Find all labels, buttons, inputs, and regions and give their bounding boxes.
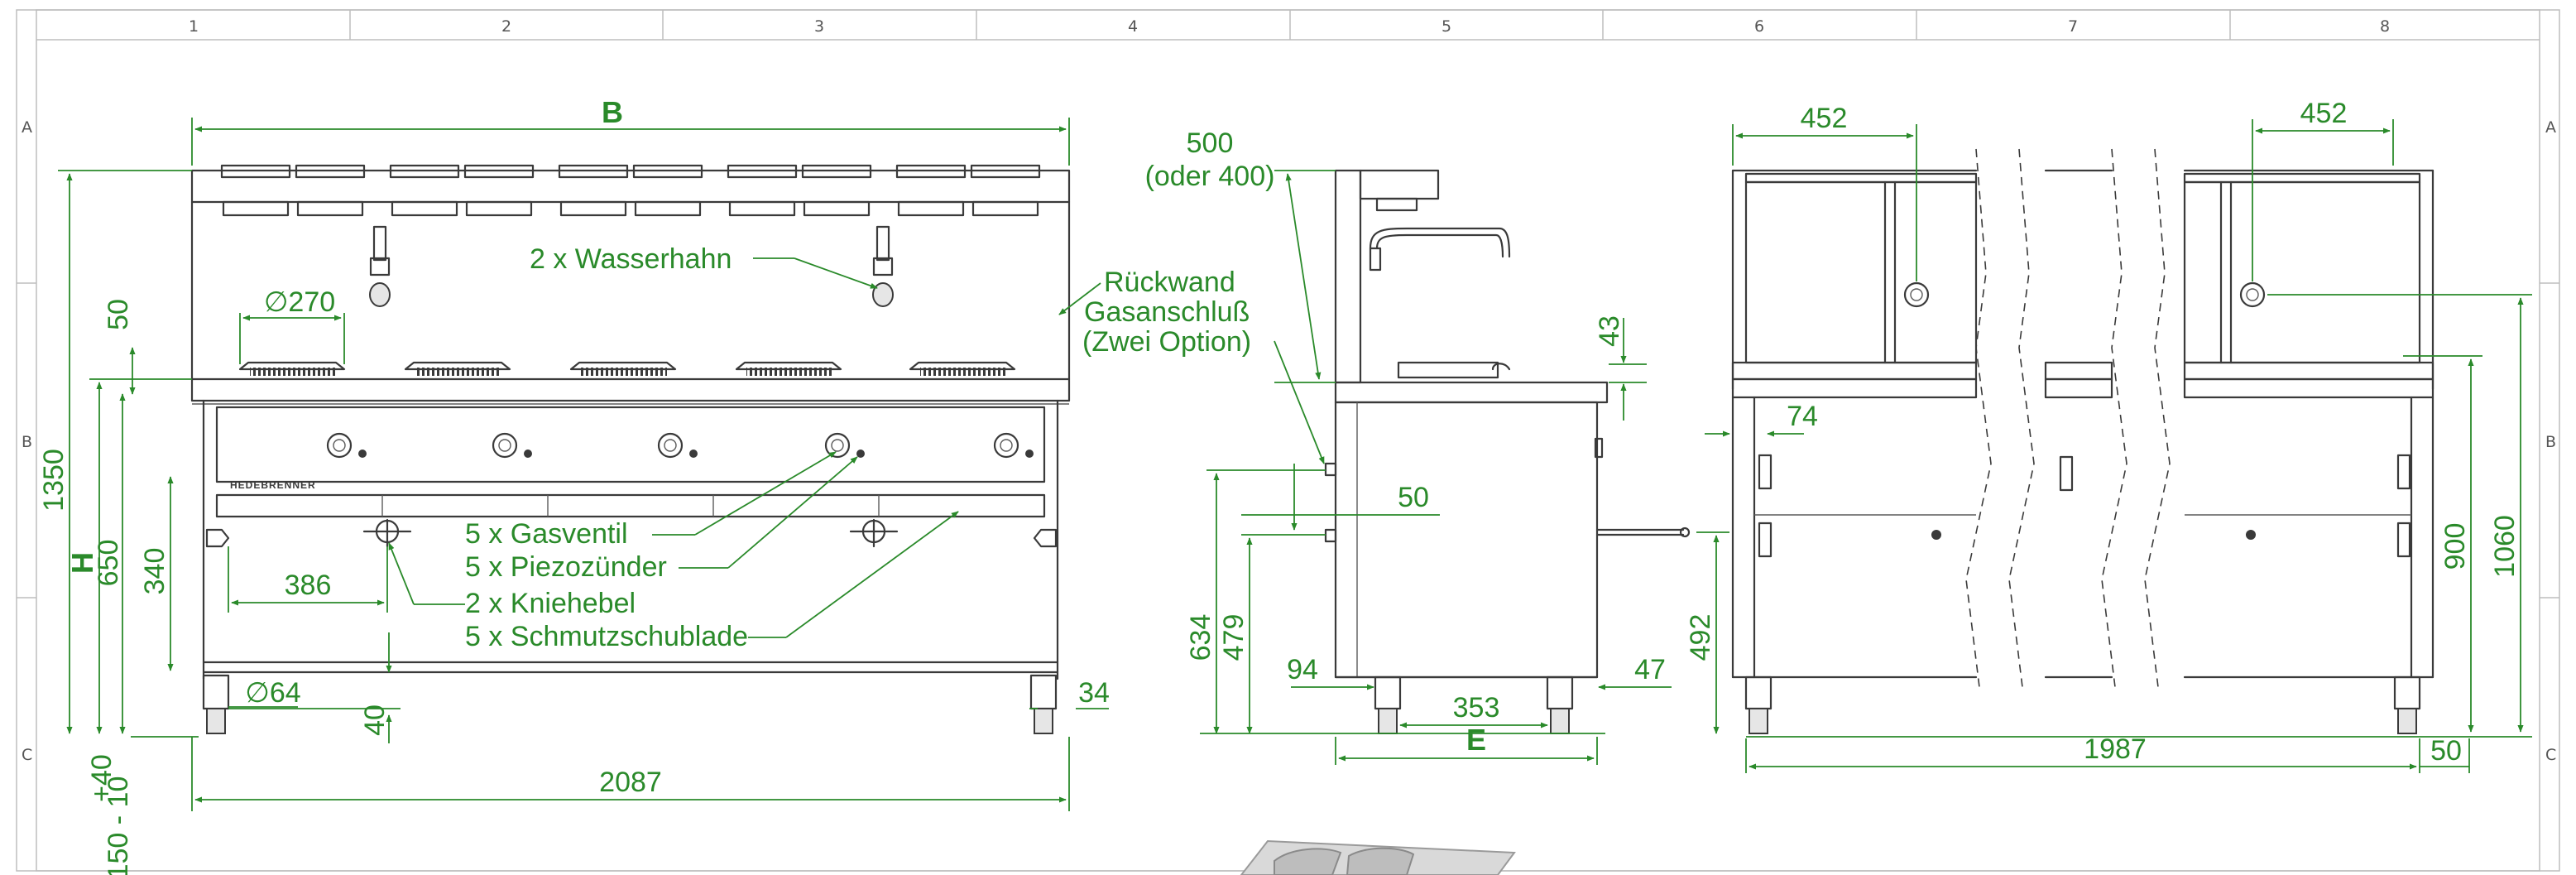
- knee-levers: [205, 518, 1058, 548]
- dim-overall-width-2087: 2087: [599, 767, 662, 798]
- dim-connection-50: 50: [1398, 482, 1429, 513]
- dim-height-h: H: [65, 552, 99, 574]
- zone-row-a-left: A: [22, 118, 32, 137]
- brand-plate: HEDEBRENNER: [230, 479, 316, 491]
- dim-height-479: 479: [1218, 614, 1250, 661]
- callout-piezo: 5 x Piezozünder: [465, 551, 667, 583]
- valve-knobs: [326, 432, 1034, 459]
- dim-height-650: 650: [93, 540, 124, 587]
- zone-col-7: 7: [2068, 17, 2078, 36]
- feet-front: [202, 674, 1058, 734]
- front-callouts: 2 x Wasserhahn Rückwand 5 x Gasventil 5 …: [388, 243, 1235, 652]
- dim-foot-adjust-top: +40: [86, 754, 118, 802]
- dim-backwall-500: 500: [1187, 127, 1234, 159]
- zone-col-1: 1: [189, 17, 199, 36]
- zone-col-6: 6: [1754, 17, 1764, 36]
- dim-back-height-900: 900: [2439, 523, 2471, 570]
- side-dimensions: 500 (oder 400) Gasanschluß (Zwei Option)…: [1082, 127, 1729, 765]
- dim-foot-side: 34: [1078, 677, 1110, 709]
- faucet-right: [872, 225, 894, 307]
- faucet-left: [369, 225, 391, 307]
- zone-row-c-left: C: [22, 746, 32, 764]
- callout-gas-connection-1: Gasanschluß: [1084, 296, 1250, 328]
- dim-back-left-452: 452: [1801, 103, 1848, 134]
- dim-foot-height: 40: [359, 704, 391, 736]
- dim-back-width-1987: 1987: [2084, 733, 2147, 765]
- callout-gas-valve: 5 x Gasventil: [465, 518, 628, 550]
- zone-col-5: 5: [1442, 17, 1451, 36]
- zone-row-b-left: B: [22, 433, 32, 451]
- zone-labels: 1 2 3 4 5 6 7 8 A B C A B C: [22, 17, 2556, 764]
- back-view: [1731, 148, 2434, 734]
- dim-foot-adjust-base: 150 - 10: [103, 776, 134, 875]
- callout-drawer: 5 x Schmutzschublade: [465, 621, 748, 652]
- zone-col-8: 8: [2380, 17, 2390, 36]
- dim-depth-e: E: [1466, 723, 1486, 757]
- callout-back-wall: Rückwand: [1104, 267, 1235, 298]
- dim-height-1350: 1350: [38, 449, 70, 512]
- dim-foot-diameter: ∅64: [245, 677, 300, 709]
- dim-offset-94: 94: [1287, 654, 1318, 685]
- zone-col-4: 4: [1128, 17, 1138, 36]
- zone-col-2: 2: [501, 17, 511, 36]
- dim-width-b: B: [602, 95, 623, 129]
- front-view: HEDEBRENNER: [190, 164, 1071, 734]
- zone-row-a-right: A: [2545, 118, 2556, 137]
- dim-offset-47: 47: [1634, 654, 1666, 685]
- isometric-preview: [1240, 839, 1516, 875]
- dim-top-43: 43: [1594, 315, 1625, 347]
- dim-height-492: 492: [1685, 614, 1716, 661]
- dim-height-634: 634: [1185, 614, 1216, 661]
- dim-shelf-340: 340: [139, 548, 170, 595]
- dim-back-side-74: 74: [1787, 401, 1818, 432]
- zone-row-c-right: C: [2545, 746, 2556, 764]
- dim-foot-spacing-353: 353: [1453, 692, 1500, 724]
- zone-col-3: 3: [814, 17, 824, 36]
- callout-gas-connection-2: (Zwei Option): [1082, 326, 1251, 358]
- dim-back-height-1060: 1060: [2489, 515, 2521, 578]
- back-dimensions: 452 452 74 900 1060 1987 50: [1705, 98, 2532, 773]
- dim-top-50: 50: [103, 299, 134, 330]
- callout-faucet: 2 x Wasserhahn: [530, 243, 732, 275]
- side-view: [1324, 169, 1691, 734]
- dim-burner-diameter: ∅270: [264, 286, 335, 318]
- callout-knee-lever: 2 x Kniehebel: [465, 588, 636, 619]
- dim-burner-spacing: 386: [285, 570, 332, 601]
- dim-back-edge-50: 50: [2430, 735, 2462, 767]
- front-dimensions: B 1350 H 650 50 340 ∅270 386 ∅64 40 34: [38, 95, 1110, 875]
- burner-row: [238, 361, 1016, 376]
- dim-back-right-452: 452: [2300, 98, 2348, 129]
- dim-backwall-option: (oder 400): [1145, 161, 1275, 192]
- zone-row-b-right: B: [2545, 433, 2556, 451]
